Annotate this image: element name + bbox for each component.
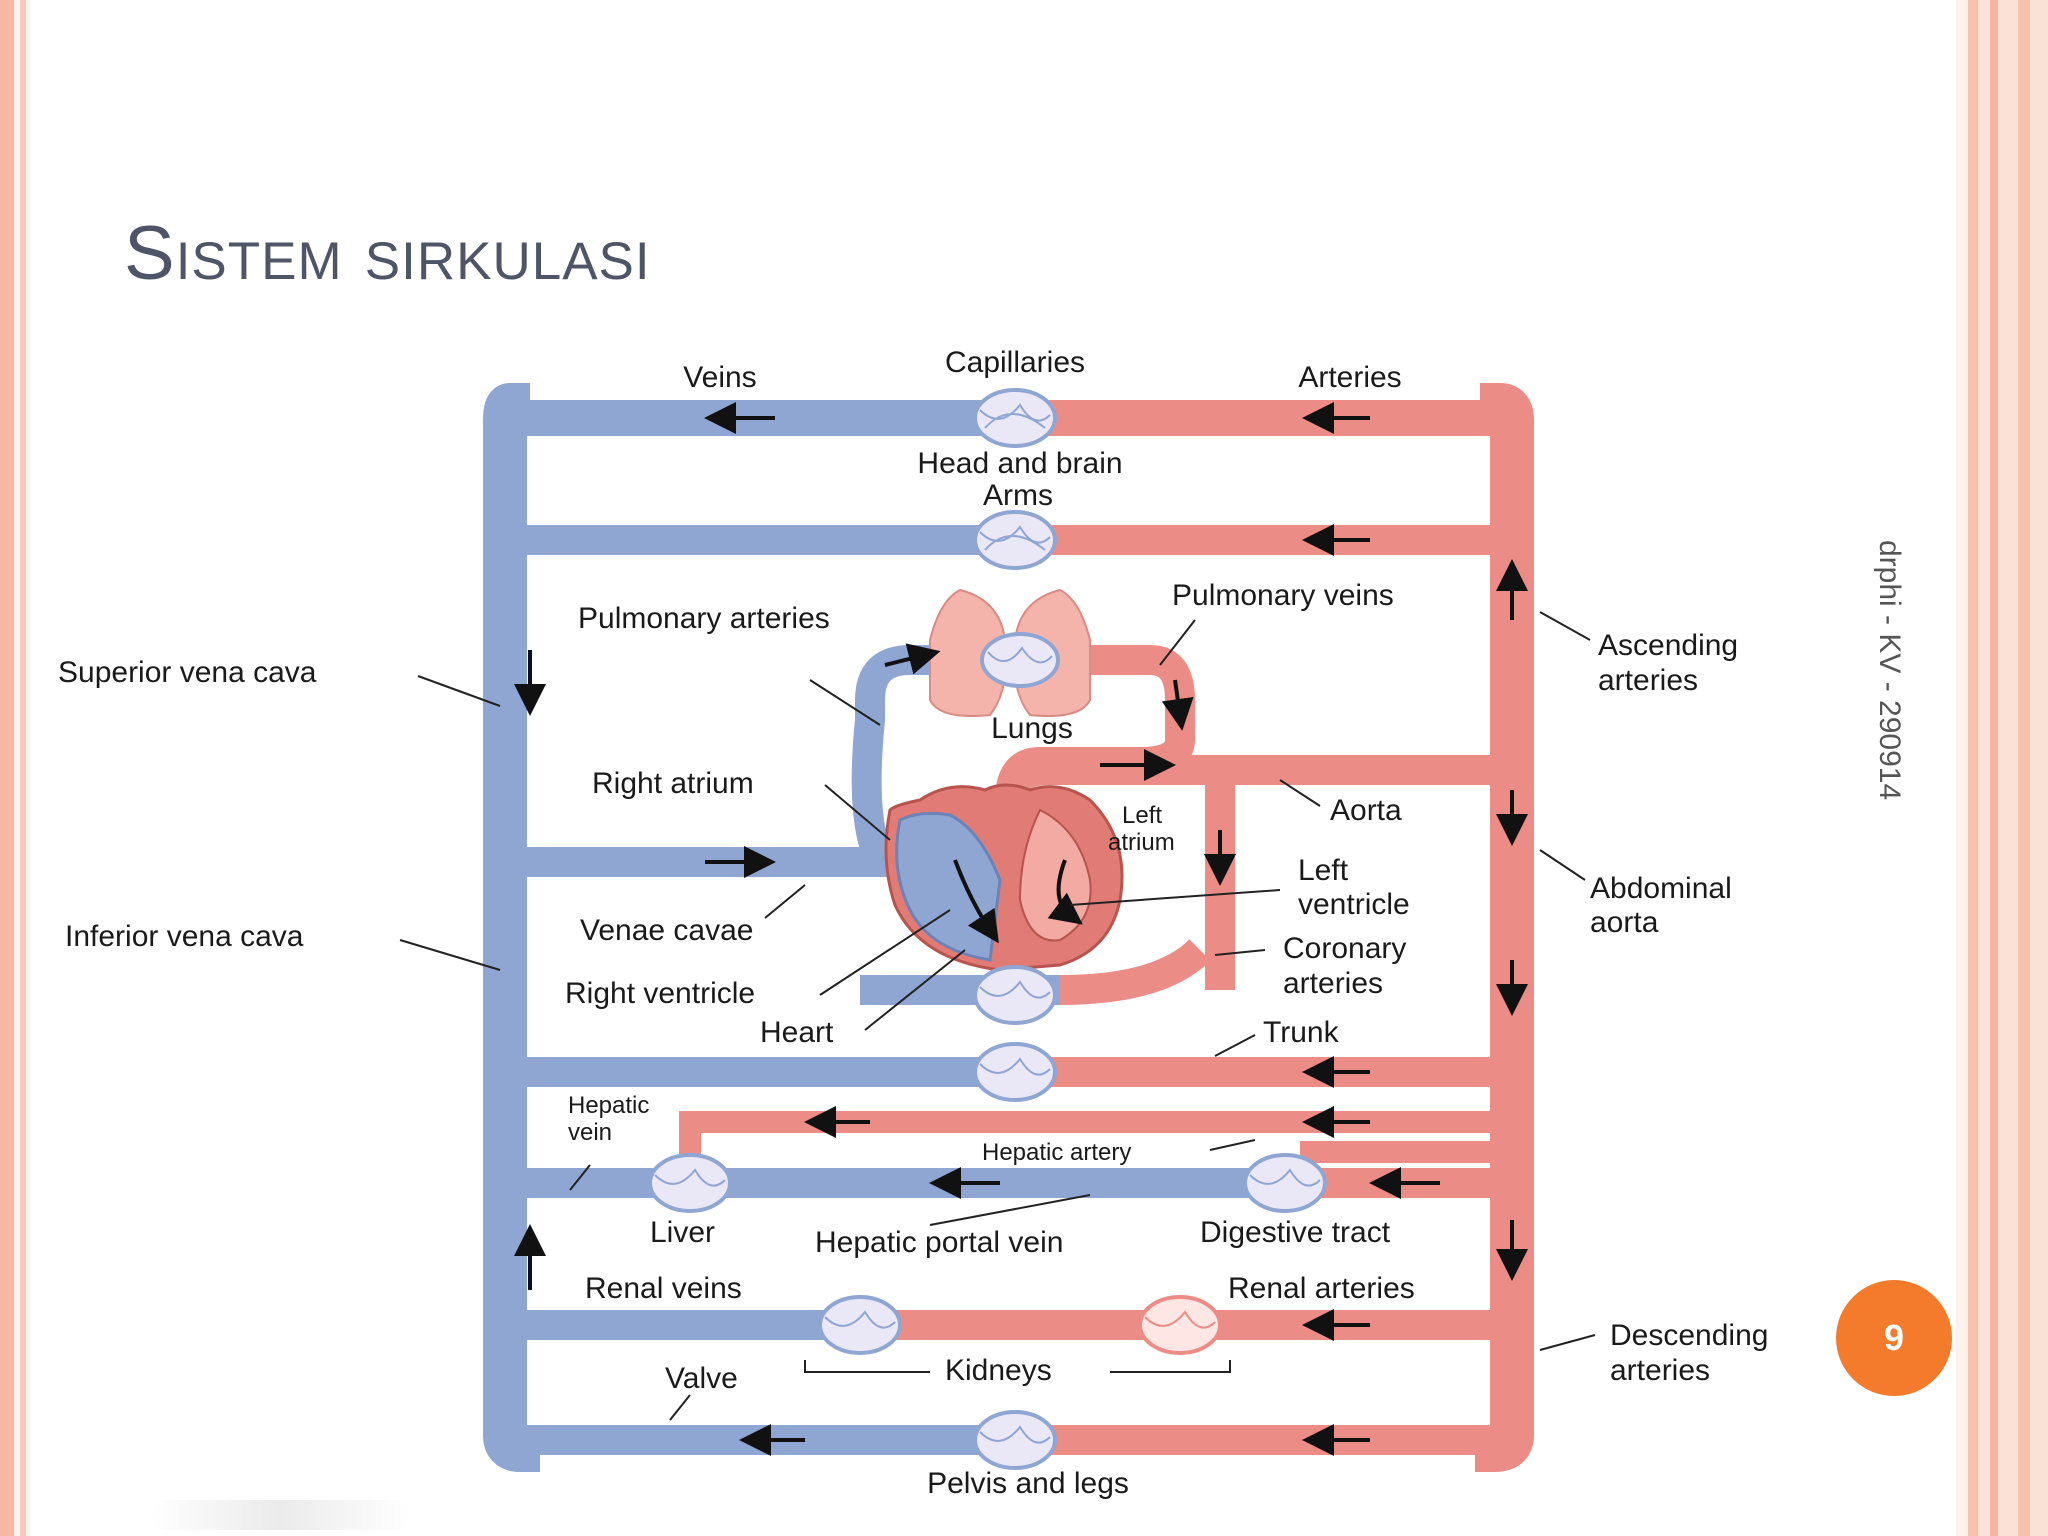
label-ascending-2: arteries [1598,664,1698,697]
label-veins: Veins [683,361,756,394]
capillary-pelvis [973,1410,1057,1470]
capillary-liver [648,1153,732,1213]
capillary-head [973,388,1057,448]
label-capillaries: Capillaries [945,346,1085,379]
vein-trunk-left [483,383,540,1472]
slide-border-right [1968,0,2048,1536]
page-number-badge: 9 [1836,1280,1952,1396]
label-abdominal-aorta-1: Abdominal [1590,872,1732,905]
label-abdominal-aorta-2: aorta [1590,906,1659,939]
label-coronary-2: arteries [1283,967,1383,1000]
label-descending-2: arteries [1610,1354,1710,1387]
footer-text: drphi - KV - 290914 [1873,540,1906,801]
label-head-brain: Head and brain [917,447,1122,480]
label-ascending-1: Ascending [1598,629,1738,662]
label-coronary-1: Coronary [1283,932,1406,965]
label-superior-vena-cava: Superior vena cava [58,656,317,689]
capillary-heart [973,965,1057,1025]
decorative-swoosh [150,1500,410,1530]
slide-border-left [0,0,14,1536]
capillary-lungs [980,632,1060,688]
label-hepatic-artery: Hepatic artery [982,1139,1131,1166]
slide-content [30,0,1956,1536]
label-kidneys: Kidneys [945,1354,1052,1387]
label-pulmonary-arteries: Pulmonary arteries [578,602,830,635]
label-renal-arteries: Renal arteries [1228,1272,1415,1305]
label-left-atrium-2: atrium [1108,829,1175,856]
label-renal-veins: Renal veins [585,1272,742,1305]
label-hepatic-vein-2: vein [568,1119,612,1146]
label-pelvis-legs: Pelvis and legs [927,1467,1129,1500]
label-hepatic-portal-vein: Hepatic portal vein [815,1226,1063,1259]
artery-trunk-right [1475,383,1534,1472]
flow-arrows [514,402,1528,1456]
label-left-ventricle-2: ventricle [1298,888,1410,921]
slide-border-left-inner [20,0,26,1536]
label-pulmonary-veins: Pulmonary veins [1172,579,1394,612]
capillary-trunk [973,1042,1057,1102]
label-heart: Heart [760,1016,834,1049]
label-aorta: Aorta [1330,794,1402,827]
label-lungs: Lungs [991,712,1073,745]
label-right-atrium: Right atrium [592,767,754,800]
label-liver: Liver [650,1216,715,1249]
capillary-kidney-right [1138,1295,1222,1355]
label-valve: Valve [665,1362,738,1395]
heart [884,783,1124,972]
hepatic-artery [679,1111,1490,1160]
footer: drphi - KV - 290914 [1872,540,1912,840]
artery-coronary [1059,938,1211,1005]
label-right-ventricle: Right ventricle [565,977,755,1010]
label-venae-cavae: Venae cavae [580,914,753,947]
capillary-arms [973,510,1057,570]
label-digestive-tract: Digestive tract [1200,1216,1391,1249]
label-left-atrium-1: Left [1122,802,1162,829]
label-left-ventricle-1: Left [1298,854,1349,887]
label-arms: Arms [983,479,1053,512]
label-hepatic-vein-1: Hepatic [568,1092,649,1119]
label-descending-1: Descending [1610,1319,1768,1352]
capillary-kidney-left [818,1295,902,1355]
label-trunk: Trunk [1263,1016,1340,1049]
label-inferior-vena-cava: Inferior vena cava [65,920,304,953]
leader-lines [399,611,1596,1421]
slide-title: Sistem sirkulasi [124,211,651,296]
capillary-digestive [1243,1153,1327,1213]
label-arteries: Arteries [1298,361,1401,394]
